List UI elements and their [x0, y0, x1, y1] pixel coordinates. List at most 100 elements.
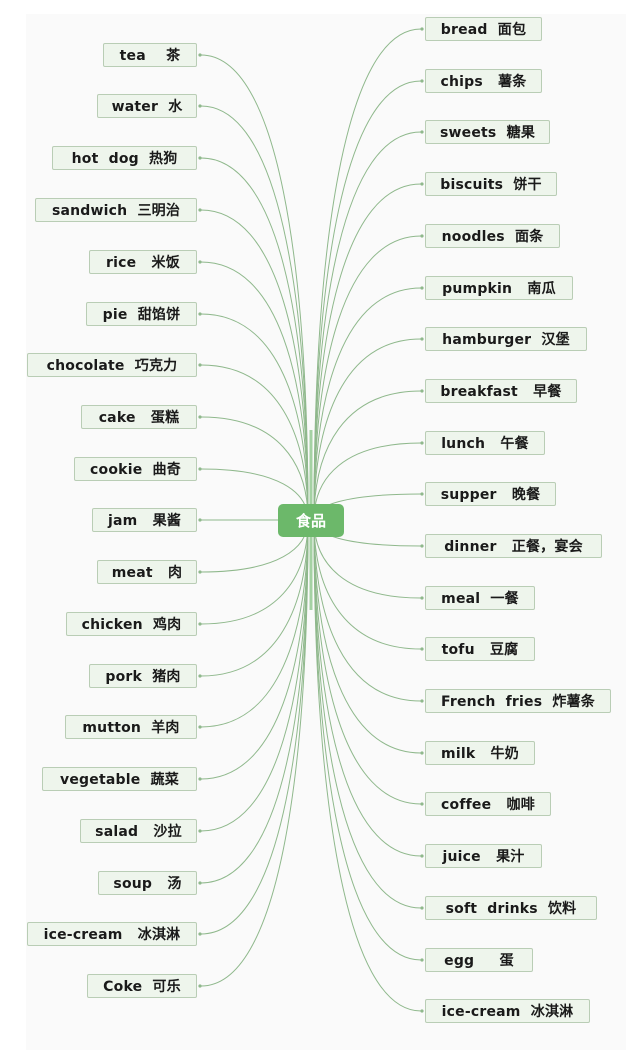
connector-dot [198, 260, 202, 264]
connector-line [313, 519, 422, 1012]
connector-line [313, 519, 422, 754]
connector-line [200, 519, 309, 987]
connector-dot [198, 932, 202, 936]
connector-line [200, 54, 309, 521]
connector-dot [198, 674, 202, 678]
node-left-tea[interactable]: tea 茶 [103, 43, 197, 67]
connector-dot [198, 156, 202, 160]
node-right-chips[interactable]: chips 薯条 [425, 69, 542, 93]
node-right-bread[interactable]: bread 面包 [425, 17, 542, 41]
connector-dot [198, 53, 202, 57]
connector-dot [420, 492, 424, 496]
connector-dot [198, 829, 202, 833]
node-left-pie[interactable]: pie 甜馅饼 [86, 302, 197, 326]
node-right-milk[interactable]: milk 牛奶 [425, 741, 535, 765]
connector-dot [198, 415, 202, 419]
node-right-hamburger[interactable]: hamburger 汉堡 [425, 327, 587, 351]
connector-dot [420, 182, 424, 186]
connector-line [200, 261, 309, 521]
connector-line [313, 338, 422, 521]
connector-dot [420, 27, 424, 31]
node-left-water[interactable]: water 水 [97, 94, 197, 118]
connector-dot [420, 441, 424, 445]
node-left-rice[interactable]: rice 米饭 [89, 250, 197, 274]
node-left-meat[interactable]: meat 肉 [97, 560, 197, 584]
node-right-tofu[interactable]: tofu 豆腐 [425, 637, 535, 661]
connector-line [313, 519, 422, 650]
node-right-noodles[interactable]: noodles 面条 [425, 224, 560, 248]
connector-line [200, 519, 309, 780]
connector-line [200, 313, 309, 521]
node-right-meal[interactable]: meal 一餐 [425, 586, 535, 610]
center-node[interactable]: 食品 [278, 504, 344, 537]
connector-dot [198, 622, 202, 626]
connector-dot [420, 286, 424, 290]
connector-dot [420, 802, 424, 806]
connector-line [200, 416, 309, 521]
connector-line [200, 519, 309, 728]
connector-line [313, 235, 422, 521]
connector-dot [420, 389, 424, 393]
connector-line [313, 28, 422, 521]
node-left-pork[interactable]: pork 猪肉 [89, 664, 197, 688]
connector-dot [198, 518, 202, 522]
connector-line [313, 519, 422, 857]
connector-line [200, 157, 309, 521]
connector-dot [420, 130, 424, 134]
node-left-mutton[interactable]: mutton 羊肉 [65, 715, 197, 739]
node-right-sweets[interactable]: sweets 糖果 [425, 120, 550, 144]
connector-dot [420, 751, 424, 755]
node-right-lunch[interactable]: lunch 午餐 [425, 431, 545, 455]
connector-dot [420, 854, 424, 858]
connector-line [313, 183, 422, 521]
node-right-coffee[interactable]: coffee 咖啡 [425, 792, 551, 816]
node-left-soup[interactable]: soup 汤 [98, 871, 197, 895]
connector-line [313, 390, 422, 521]
node-left-chicken[interactable]: chicken 鸡肉 [66, 612, 197, 636]
node-right-ice-cream[interactable]: ice-cream 冰淇淋 [425, 999, 590, 1023]
node-right-juice[interactable]: juice 果汁 [425, 844, 542, 868]
node-left-ice-cream[interactable]: ice-cream 冰淇淋 [27, 922, 197, 946]
connector-line [313, 131, 422, 521]
node-left-coke[interactable]: Coke 可乐 [87, 974, 197, 998]
node-left-salad[interactable]: salad 沙拉 [80, 819, 197, 843]
connector-dot [420, 958, 424, 962]
connector-dot [198, 467, 202, 471]
node-right-pumpkin[interactable]: pumpkin 南瓜 [425, 276, 573, 300]
connector-dot [420, 1009, 424, 1013]
node-right-biscuits[interactable]: biscuits 饼干 [425, 172, 557, 196]
node-right-french-fries[interactable]: French fries 炸薯条 [425, 689, 611, 713]
node-left-chocolate[interactable]: chocolate 巧克力 [27, 353, 197, 377]
connector-dot [420, 79, 424, 83]
connector-line [200, 364, 309, 521]
node-right-supper[interactable]: supper 晚餐 [425, 482, 556, 506]
connector-line [200, 519, 309, 625]
connector-dot [198, 725, 202, 729]
connector-line [200, 209, 309, 521]
connector-dot [420, 906, 424, 910]
connector-line [200, 519, 309, 832]
connector-dot [420, 596, 424, 600]
connector-line [313, 80, 422, 521]
node-left-vegetable[interactable]: vegetable 蔬菜 [42, 767, 197, 791]
connector-dot [420, 544, 424, 548]
node-left-hot-dog[interactable]: hot dog 热狗 [52, 146, 197, 170]
connector-dot [198, 881, 202, 885]
connector-line [313, 519, 422, 805]
node-right-egg[interactable]: egg 蛋 [425, 948, 533, 972]
node-right-soft-drinks[interactable]: soft drinks 饮料 [425, 896, 597, 920]
node-right-breakfast[interactable]: breakfast 早餐 [425, 379, 577, 403]
connector-line [313, 519, 422, 702]
connector-dot [420, 647, 424, 651]
connector-line [313, 519, 422, 909]
connector-dot [198, 570, 202, 574]
node-right-dinner[interactable]: dinner 正餐，宴会 [425, 534, 602, 558]
connector-dot [198, 363, 202, 367]
node-left-cookie[interactable]: cookie 曲奇 [74, 457, 197, 481]
connector-line [200, 519, 309, 677]
node-left-cake[interactable]: cake 蛋糕 [81, 405, 197, 429]
node-left-sandwich[interactable]: sandwich 三明治 [35, 198, 197, 222]
connector-dot [420, 337, 424, 341]
node-left-jam[interactable]: jam 果酱 [92, 508, 197, 532]
connector-dot [420, 699, 424, 703]
